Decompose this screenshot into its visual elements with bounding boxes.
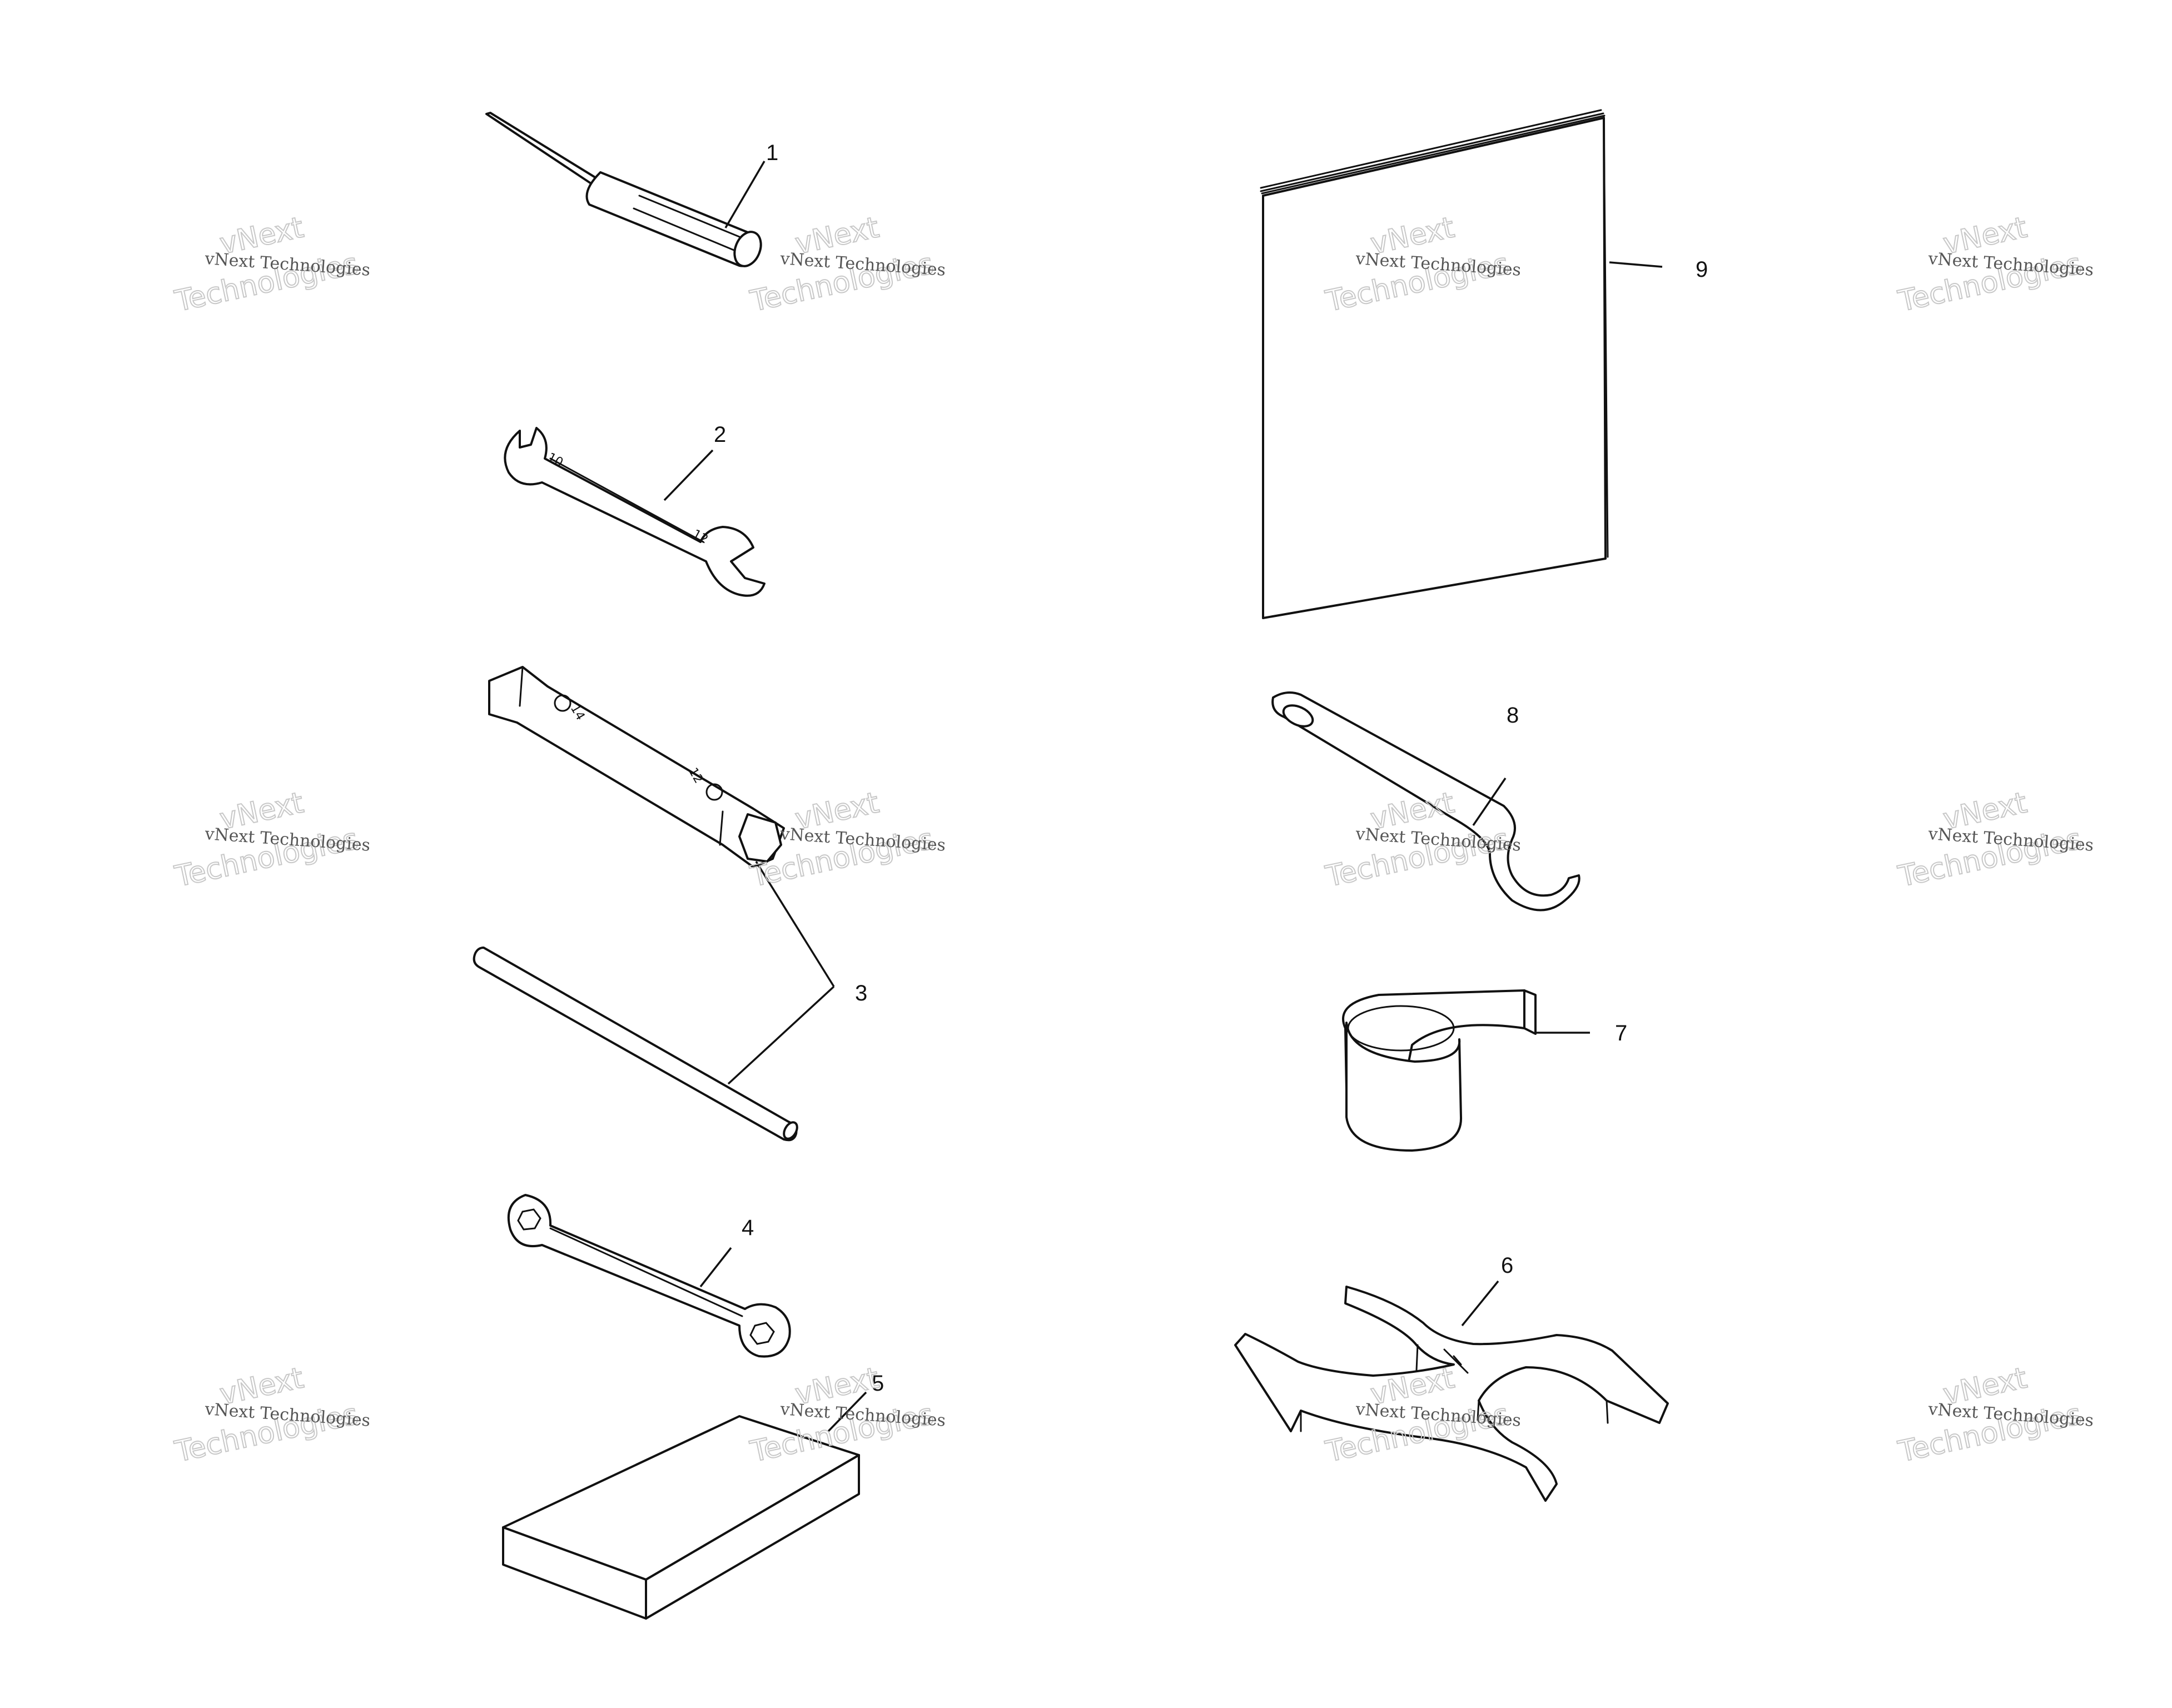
callout-labels: 1 2 3 4 5 6 7 8 9 [714, 141, 1708, 1396]
forked-tool [1234, 1286, 1669, 1502]
watermark: vNext Technologies vNext Technologies [1895, 785, 2094, 894]
callout-6: 6 [1501, 1253, 1513, 1278]
callout-8: 8 [1507, 703, 1519, 728]
watermark: vNext Technologies vNext Technologies [1895, 210, 2094, 318]
spanner-wrench [1271, 691, 1580, 912]
watermark: vNext Technologies vNext Technologies [171, 210, 371, 318]
watermark: vNext Technologies vNext Technologies [1895, 1361, 2094, 1469]
strap-roll [1342, 989, 1537, 1152]
callout-5: 5 [872, 1371, 884, 1396]
leader-lines [663, 161, 1663, 1432]
box-end-wrench [507, 1194, 791, 1358]
watermark-grid: vNext Technologies vNext Technologies vN… [171, 210, 2094, 1469]
manual-booklet [1260, 109, 1609, 619]
watermark: vNext Technologies vNext Technologies [171, 785, 371, 894]
watermark: vNext Technologies vNext Technologies [171, 1361, 371, 1469]
callout-2: 2 [714, 422, 726, 447]
tommy-bar [473, 947, 798, 1142]
callout-1: 1 [766, 141, 778, 165]
tube-socket-wrench: 14 12 [488, 666, 785, 868]
screwdriver [485, 112, 762, 267]
open-end-wrench: 10 12 [504, 427, 766, 597]
callout-7: 7 [1615, 1021, 1627, 1045]
callout-9: 9 [1696, 257, 1708, 282]
tool-pouch [502, 1415, 860, 1620]
watermark: vNext Technologies vNext Technologies [747, 210, 946, 318]
callout-4: 4 [742, 1216, 754, 1240]
callout-3: 3 [855, 981, 867, 1005]
